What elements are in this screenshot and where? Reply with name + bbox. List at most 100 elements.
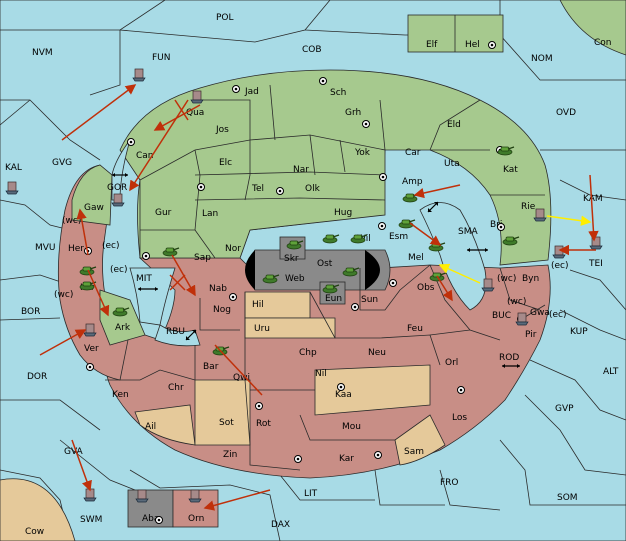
label-uta: Uta xyxy=(444,159,460,169)
label-mit: MIT xyxy=(136,274,152,284)
label-ovd: OVD xyxy=(556,108,576,118)
label-nvm: NVM xyxy=(32,48,53,58)
supply-center-icon xyxy=(127,138,135,146)
move-order-arrow xyxy=(588,174,599,242)
province-aba xyxy=(127,489,174,528)
supply-center-icon xyxy=(232,85,240,93)
supply-center-icon xyxy=(197,183,205,191)
label-tei: TEI xyxy=(588,259,603,269)
label-pol: POL xyxy=(216,13,234,23)
label-con: Con xyxy=(594,38,612,48)
fleet-icon[interactable] xyxy=(83,323,97,337)
label-coast-byn-ec: (ec) xyxy=(551,261,569,271)
convoy-arrow-icon xyxy=(467,248,488,252)
convoy-arrow-icon xyxy=(427,201,439,213)
label-som: SOM xyxy=(557,493,578,503)
label-obs: Obs xyxy=(417,283,435,293)
fleet-icon[interactable] xyxy=(481,278,495,292)
label-rie: Rie xyxy=(521,202,536,212)
label-hug: Hug xyxy=(334,208,352,218)
label-orl: Orl xyxy=(445,358,458,368)
label-chr: Chr xyxy=(168,383,184,393)
label-jad: Jad xyxy=(244,87,259,97)
supply-center-icon xyxy=(255,402,263,410)
label-nog: Nog xyxy=(213,305,231,315)
move-order-arrow xyxy=(436,275,453,302)
fleet-icon[interactable] xyxy=(533,208,547,222)
convoy-markers xyxy=(112,173,520,368)
label-byn: Byn xyxy=(522,274,539,284)
label-bar: Bar xyxy=(203,362,219,372)
label-her: Her xyxy=(68,244,84,254)
fleet-icon[interactable] xyxy=(188,489,202,503)
label-neu: Neu xyxy=(368,348,386,358)
label-ost: Ost xyxy=(317,259,333,269)
fleet-icon[interactable] xyxy=(515,312,529,326)
label-gwa: Gwa xyxy=(530,308,550,318)
province-sam xyxy=(394,414,446,466)
move-order-arrow xyxy=(203,489,271,511)
label-rot: Rot xyxy=(256,419,271,429)
label-fun: FUN xyxy=(152,53,171,63)
orders xyxy=(39,84,599,511)
convoy-arrow-icon xyxy=(112,173,128,177)
move-order-arrow xyxy=(409,222,442,246)
label-cow: Cow xyxy=(25,527,44,537)
center-left-cap xyxy=(245,250,255,290)
label-swm: SWM xyxy=(80,515,102,525)
supply-center-icon xyxy=(86,363,94,371)
supply-center-icon xyxy=(362,120,370,128)
label-sma: SMA xyxy=(458,227,478,237)
province-sma xyxy=(419,202,487,311)
label-kar: Kar xyxy=(339,454,354,464)
label-bri: Bri xyxy=(490,220,502,230)
label-sun: Sun xyxy=(361,295,378,305)
support-order-arrow xyxy=(546,215,592,226)
supply-center-icon xyxy=(142,252,150,260)
label-sap: Sap xyxy=(194,253,211,263)
fleet-icon[interactable] xyxy=(589,236,603,250)
label-aba: Aba xyxy=(142,514,159,524)
supply-center-icon xyxy=(155,516,163,524)
label-qwi: Qwi xyxy=(233,373,250,383)
center-right-cap xyxy=(365,250,380,290)
label-rod: ROD xyxy=(499,353,519,363)
label-can: Can xyxy=(136,151,154,161)
label-ver: Ver xyxy=(84,344,99,354)
label-ail: Ail xyxy=(145,422,156,432)
fleet-icon[interactable] xyxy=(111,193,125,207)
move-order-arrow xyxy=(153,104,201,131)
fleet-icon[interactable] xyxy=(190,90,204,104)
label-feu: Feu xyxy=(407,324,423,334)
fleet-icon[interactable] xyxy=(132,68,146,82)
label-yok: Yok xyxy=(354,148,371,158)
move-order-arrow xyxy=(87,269,110,317)
supply-center-icon xyxy=(488,41,496,49)
label-sch: Sch xyxy=(330,88,346,98)
label-car: Car xyxy=(405,148,421,158)
label-nar: Nar xyxy=(293,165,309,175)
label-coast-her-ec: (ec) xyxy=(102,241,120,251)
label-kat: Kat xyxy=(503,165,518,175)
label-lan: Lan xyxy=(202,209,218,219)
label-nil: Nil xyxy=(315,369,327,379)
label-kam: KAM xyxy=(583,194,603,204)
label-mou: Mou xyxy=(342,422,361,432)
label-mvu: MVU xyxy=(35,243,56,253)
fleet-icon[interactable] xyxy=(135,489,149,503)
label-gva: GVA xyxy=(64,447,84,457)
label-elc: Elc xyxy=(219,158,232,168)
label-coast-kor-wc: (wc) xyxy=(54,290,73,300)
label-gor: GOR xyxy=(107,183,127,193)
fleet-icon[interactable] xyxy=(552,245,566,259)
label-coast-gwa-wc: (wc) xyxy=(507,297,526,307)
label-coast-gwa-ec: (ec) xyxy=(549,310,567,320)
move-order-arrow xyxy=(171,254,196,297)
label-amp: Amp xyxy=(402,177,423,187)
move-order-arrow xyxy=(76,208,89,256)
label-web: Web xyxy=(285,274,305,284)
label-gvg: GVG xyxy=(52,158,72,168)
fleet-icon[interactable] xyxy=(83,488,97,502)
fleet-icon[interactable] xyxy=(5,181,19,195)
